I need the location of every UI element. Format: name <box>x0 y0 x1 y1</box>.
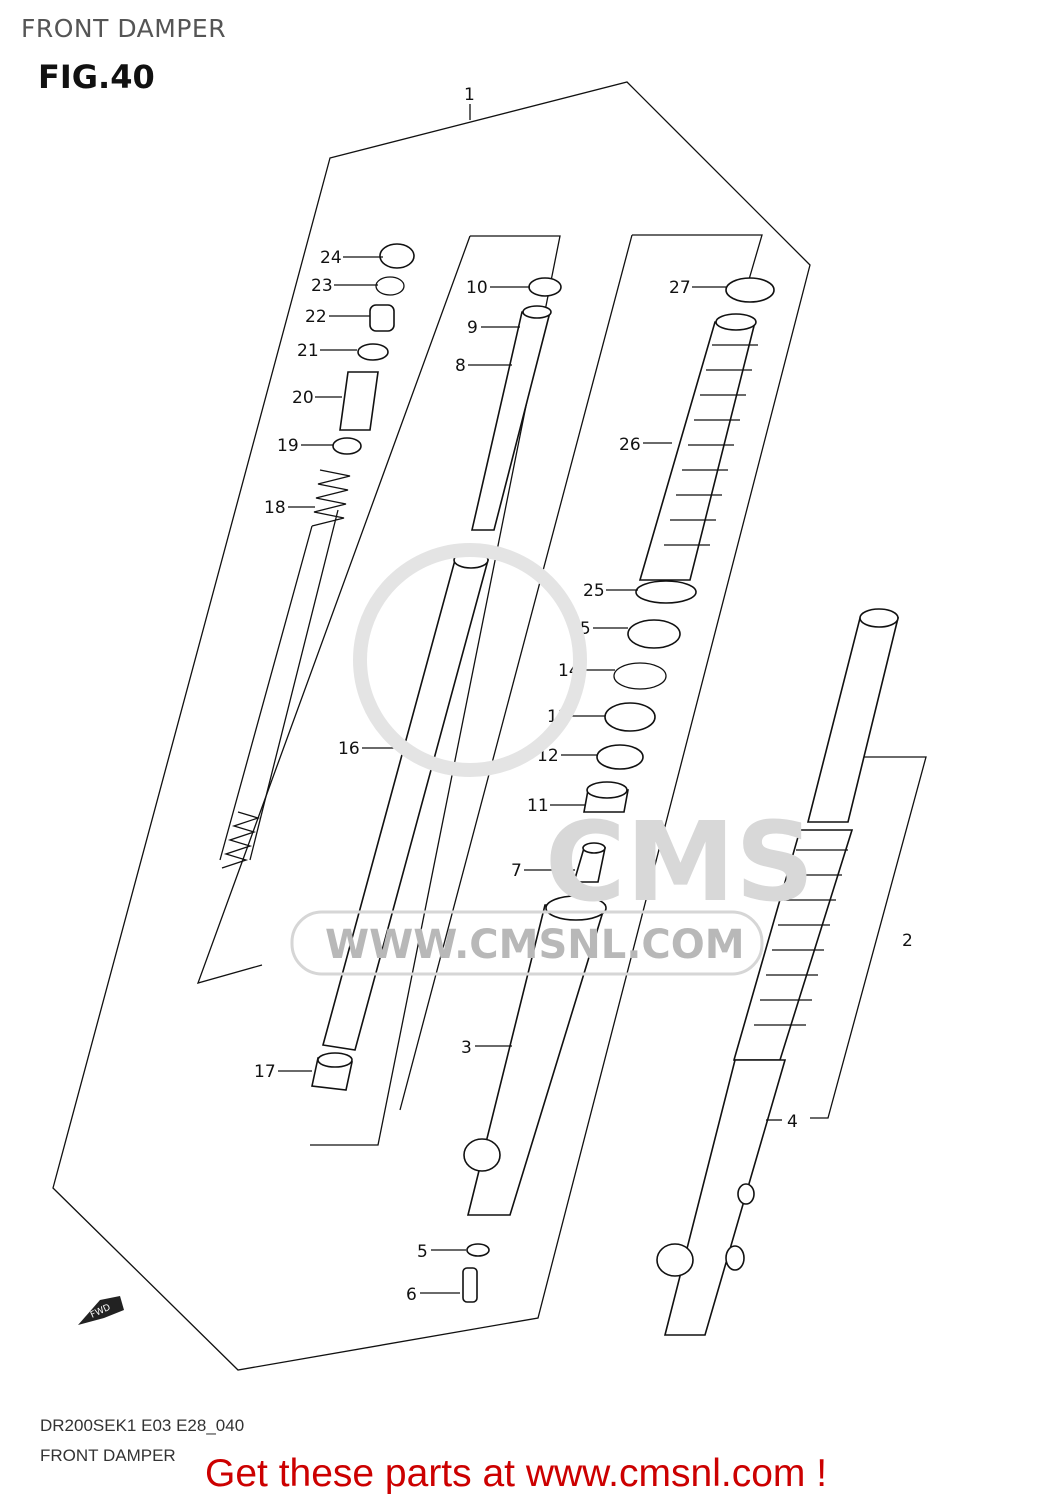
part-20-spacer <box>339 371 379 431</box>
part-2-fork-assembly <box>656 608 900 1336</box>
part-7-oil-lock-piece <box>572 842 606 883</box>
part-10-ring <box>528 277 562 297</box>
callout-10: 10 <box>466 278 488 298</box>
part-19-seat <box>332 437 362 455</box>
callout-2: 2 <box>902 931 913 951</box>
damper-rod-group-box <box>196 235 471 984</box>
callout-27: 27 <box>669 278 691 298</box>
callout-21: 21 <box>297 341 319 361</box>
promo-link[interactable]: Get these parts at www.cmsnl.com ! <box>205 1452 828 1495</box>
callout-1: 1 <box>464 85 475 105</box>
part-5-washer <box>466 1243 490 1257</box>
part-8-damper-rod <box>470 305 552 531</box>
callout-6: 6 <box>406 1285 417 1305</box>
callout-8: 8 <box>455 356 466 376</box>
cylinder-group-box <box>310 235 561 1146</box>
part-6-bolt <box>462 1267 478 1303</box>
part-13-oil-seal <box>604 702 656 732</box>
watermark-url: WWW.CMSNL.COM <box>325 922 745 968</box>
callout-16: 16 <box>338 739 360 759</box>
part-15-dust-seal <box>627 619 681 649</box>
part-23-circlip <box>375 276 405 296</box>
part-17-bushing <box>311 1052 353 1091</box>
fork-2-bracket <box>810 756 927 1119</box>
callout-3: 3 <box>461 1038 472 1058</box>
figure-number: FIG.40 <box>38 58 155 96</box>
model-code: DR200SEK1 E03 E28_040 <box>40 1416 245 1435</box>
part-12-washer <box>596 744 644 770</box>
callout-5: 5 <box>417 1242 428 1262</box>
leader-lines <box>278 104 782 1294</box>
callout-23: 23 <box>311 276 333 296</box>
part-11-guide-bushing <box>583 781 629 813</box>
callout-25: 25 <box>583 581 605 601</box>
callout-9: 9 <box>467 318 478 338</box>
part-3-outer-tube <box>463 895 607 1216</box>
callout-7: 7 <box>511 861 522 881</box>
callout-4: 4 <box>787 1112 798 1132</box>
assembly-outline <box>52 81 811 1371</box>
callout-11: 11 <box>527 796 549 816</box>
footer-caption: FRONT DAMPER <box>40 1446 176 1465</box>
callout-20: 20 <box>292 388 314 408</box>
callout-24: 24 <box>320 248 342 268</box>
watermark: CMS WWW.CMSNL.COM <box>290 543 814 976</box>
part-18-spring <box>219 469 351 869</box>
part-26-boot <box>638 313 758 581</box>
callout-18: 18 <box>264 498 286 518</box>
part-14-stopper-ring <box>613 662 667 690</box>
callout-17: 17 <box>254 1062 276 1082</box>
watermark-logo: CMS <box>545 798 814 926</box>
page-title: FRONT DAMPER <box>21 14 227 43</box>
callout-22: 22 <box>305 307 327 327</box>
callout-26: 26 <box>619 435 641 455</box>
fwd-arrow-icon: FWD <box>78 1296 124 1325</box>
part-27-clamp <box>725 277 775 303</box>
part-22-bolt <box>369 304 395 332</box>
part-21-washer <box>357 343 389 361</box>
callout-19: 19 <box>277 436 299 456</box>
part-25-clamp <box>635 580 697 604</box>
outer-tube-group-edge <box>399 234 633 1111</box>
part-24-cap <box>379 243 415 269</box>
